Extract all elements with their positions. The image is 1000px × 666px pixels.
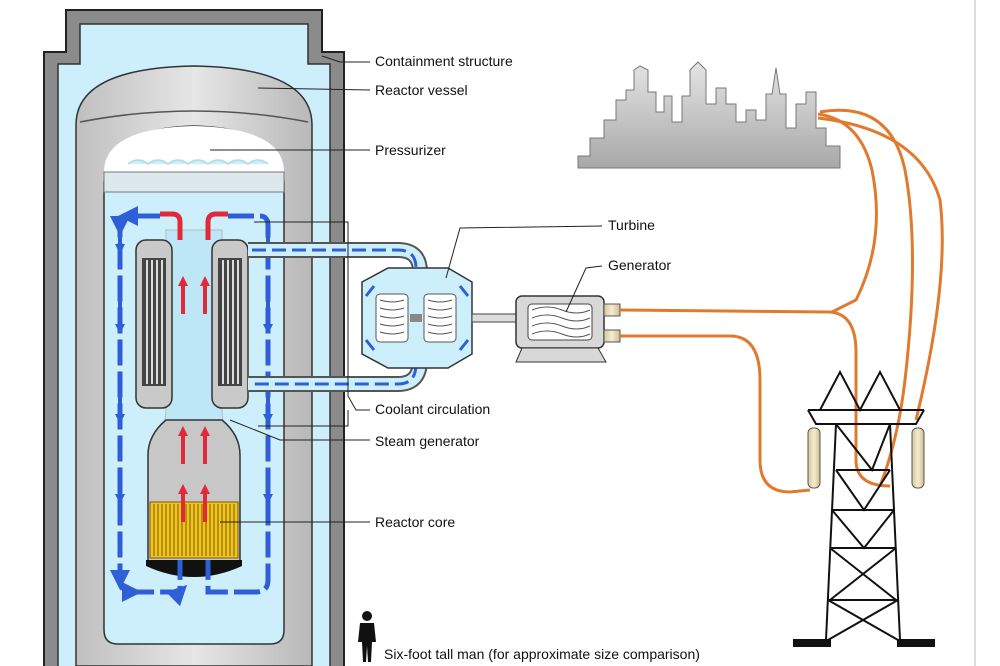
hot-flow-arrow (200, 276, 210, 286)
label-six-foot-man: Six-foot tall man (for approximate size … (384, 646, 700, 662)
steam-generator-right (211, 239, 249, 409)
label-steam-generator: Steam generator (375, 433, 480, 449)
flow-arrows (115, 220, 273, 522)
hot-flow-arrow (178, 276, 188, 286)
hot-flow-arrow (200, 426, 210, 436)
reactor-core (146, 419, 242, 577)
turbine (361, 267, 473, 369)
hot-flow-arrow (178, 484, 188, 494)
label-turbine: Turbine (608, 217, 655, 233)
steam-generator-left (135, 239, 173, 409)
turbine-shaft (471, 313, 519, 323)
hot-flow-arrow (178, 426, 188, 436)
transmission-tower (793, 369, 935, 647)
leader-lines (210, 55, 603, 523)
power-lines (619, 108, 944, 494)
pressurizer-water-surface (127, 159, 269, 165)
city-skyline (577, 61, 841, 169)
label-generator: Generator (608, 257, 671, 273)
label-containment-structure: Containment structure (375, 53, 513, 69)
coolant-circulation (109, 205, 271, 607)
label-reactor-vessel: Reactor vessel (375, 82, 468, 98)
person-icon (358, 611, 376, 662)
label-reactor-core: Reactor core (375, 514, 455, 530)
label-coolant-circulation: Coolant circulation (375, 401, 490, 417)
generator (515, 295, 621, 363)
label-pressurizer: Pressurizer (375, 142, 446, 158)
hot-flow-arrow (200, 484, 210, 494)
